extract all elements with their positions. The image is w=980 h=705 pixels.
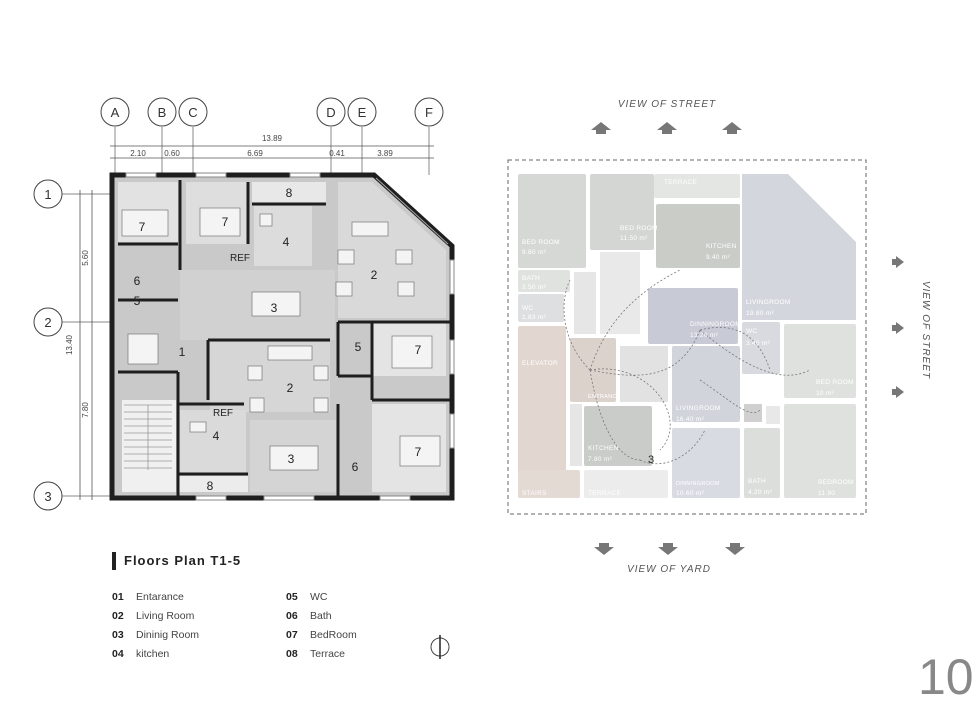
room-number-bedroom-se: 7	[415, 445, 422, 459]
dim-seg-3: 6.69	[247, 149, 263, 158]
legend-item-number: 04	[112, 648, 124, 660]
room-number-living-n: 2	[371, 268, 378, 282]
legend-item: 08 Terrace	[286, 645, 357, 664]
dim-total-height: 13.40	[65, 334, 74, 355]
dim-seg-2: 0.60	[164, 149, 180, 158]
grid-col-d: D	[326, 105, 335, 120]
legend-item: 06 Bath	[286, 607, 357, 626]
grid-col-c: C	[188, 105, 197, 120]
legend-item-number: 05	[286, 591, 298, 603]
legend-item-number: 07	[286, 629, 298, 641]
legend-item-number: 06	[286, 610, 298, 622]
legend-item-number: 08	[286, 648, 298, 660]
room-number-bedroom-e: 7	[415, 343, 422, 357]
dim-height-upper: 5.60	[81, 250, 90, 266]
legend-item-label: Bath	[310, 610, 332, 622]
grid-col-f: F	[425, 105, 433, 120]
grid-row-3: 3	[44, 489, 51, 504]
room-number-kitchen-n: 4	[283, 235, 290, 249]
legend-item-label: Living Room	[136, 610, 195, 622]
grid-row-2: 2	[44, 315, 51, 330]
legend-item-label: Dininig Room	[136, 629, 200, 641]
dimension-left	[79, 190, 93, 500]
room-number-living-s: 2	[287, 381, 294, 395]
legend-item: 04 kitchen	[112, 645, 199, 664]
ref-label-north: REF	[230, 253, 250, 264]
ref-label-south: REF	[213, 408, 233, 419]
room-number-terrace-n: 8	[286, 186, 293, 200]
north-arrow-icon	[430, 635, 450, 659]
room-number-bedroom-n: 7	[222, 215, 229, 229]
room-number-dining-n: 3	[271, 301, 278, 315]
legend-item-number: 03	[112, 629, 124, 641]
dim-total-width: 13.89	[262, 134, 283, 143]
room-number-wc-e: 5	[355, 340, 362, 354]
room-number-entrance: 1	[179, 345, 186, 359]
room-number-bath-w: 6	[134, 274, 141, 288]
room-number-kitchen-s: 4	[213, 429, 220, 443]
grid-axis-columns	[100, 97, 444, 175]
legend-column-left: 01 Entarance 02 Living Room 03 Dininig Room…	[112, 588, 199, 664]
grid-col-e: E	[358, 105, 367, 120]
room-number-bedroom-nw: 7	[139, 220, 146, 234]
grid-axis-rows	[33, 179, 115, 511]
legend-item-number: 02	[112, 610, 124, 622]
legend-title: Floors Plan T1-5	[112, 552, 241, 570]
room-number-terrace-s: 8	[207, 479, 214, 493]
grid-col-a: A	[111, 105, 120, 120]
dim-seg-5: 3.89	[377, 149, 393, 158]
legend-item: 02 Living Room	[112, 607, 199, 626]
legend: Floors Plan T1-5 01 Entarance 02 Living Ro…	[112, 552, 432, 672]
legend-item-label: Entarance	[136, 591, 184, 603]
room-number-wc-w: 5	[134, 294, 141, 308]
dim-seg-4: 0.41	[329, 149, 345, 158]
plan-body	[109, 172, 455, 501]
legend-item: 07 BedRoom	[286, 626, 357, 645]
legend-item: 01 Entarance	[112, 588, 199, 607]
legend-item-label: kitchen	[136, 648, 170, 660]
legend-item: 05 WC	[286, 588, 357, 607]
dim-seg-1: 2.10	[130, 149, 146, 158]
legend-item-number: 01	[112, 591, 124, 603]
dim-height-lower: 7.80	[81, 402, 90, 418]
legend-item-label: BedRoom	[310, 629, 357, 641]
grid-row-1: 1	[44, 187, 51, 202]
grid-col-b: B	[158, 105, 167, 120]
legend-item: 03 Dininig Room	[112, 626, 199, 645]
legend-item-label: Terrace	[310, 648, 346, 660]
room-number-bath-e: 6	[352, 460, 359, 474]
room-number-dining-s: 3	[288, 452, 295, 466]
dimension-top	[110, 145, 434, 159]
legend-item-label: WC	[310, 591, 328, 603]
legend-column-right: 05 WC 06 Bath 07 BedRoom 08 Terrace	[286, 588, 357, 664]
page-number: 10	[918, 649, 974, 705]
